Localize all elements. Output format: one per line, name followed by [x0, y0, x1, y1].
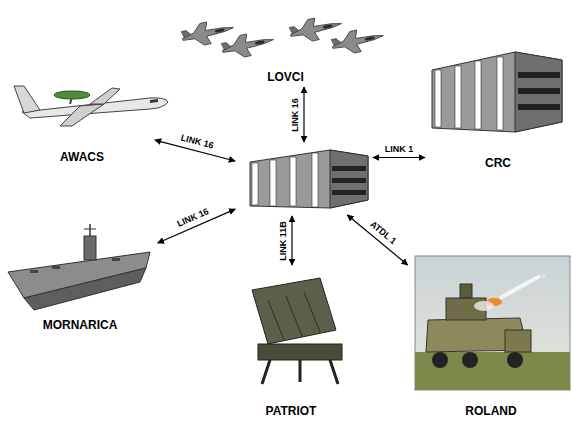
- data-link-arrow: [303, 87, 304, 142]
- node-label: AWACS: [60, 150, 104, 164]
- fighter-jets: [180, 13, 385, 61]
- data-link-arrow: [373, 157, 425, 158]
- equipment-node: CRC: [428, 42, 568, 170]
- command-building: [250, 150, 368, 208]
- node-label: LOVCI: [267, 70, 304, 84]
- link-label: LINK 16: [290, 96, 301, 134]
- equipment-node: MORNARICA: [5, 222, 155, 332]
- node-label: ROLAND: [465, 404, 516, 418]
- equipment-node: AWACS: [12, 78, 152, 164]
- data-link-arrow: [347, 215, 407, 265]
- patriot-launcher: [252, 278, 342, 384]
- node-label: PATRIOT: [266, 404, 317, 418]
- node-label: CRC: [485, 156, 511, 170]
- link-label: LINK 16: [178, 132, 217, 152]
- crc-building: [432, 52, 562, 132]
- equipment-node: PATRIOT: [236, 268, 346, 418]
- link-label: LINK 11B: [278, 219, 289, 263]
- awacs-aircraft: [14, 86, 168, 126]
- node-label: MORNARICA: [43, 318, 118, 332]
- navy-ship: [8, 224, 150, 310]
- link-label: LINK 16: [174, 205, 213, 230]
- equipment-node: LOVCI: [178, 6, 393, 84]
- equipment-node: ROLAND: [410, 250, 572, 418]
- roland-photo: [415, 256, 570, 390]
- data-link-arrow: [291, 216, 292, 265]
- link-label: ATDL 1: [366, 218, 400, 249]
- equipment-node: [238, 145, 370, 213]
- link-label: LINK 1: [383, 143, 416, 154]
